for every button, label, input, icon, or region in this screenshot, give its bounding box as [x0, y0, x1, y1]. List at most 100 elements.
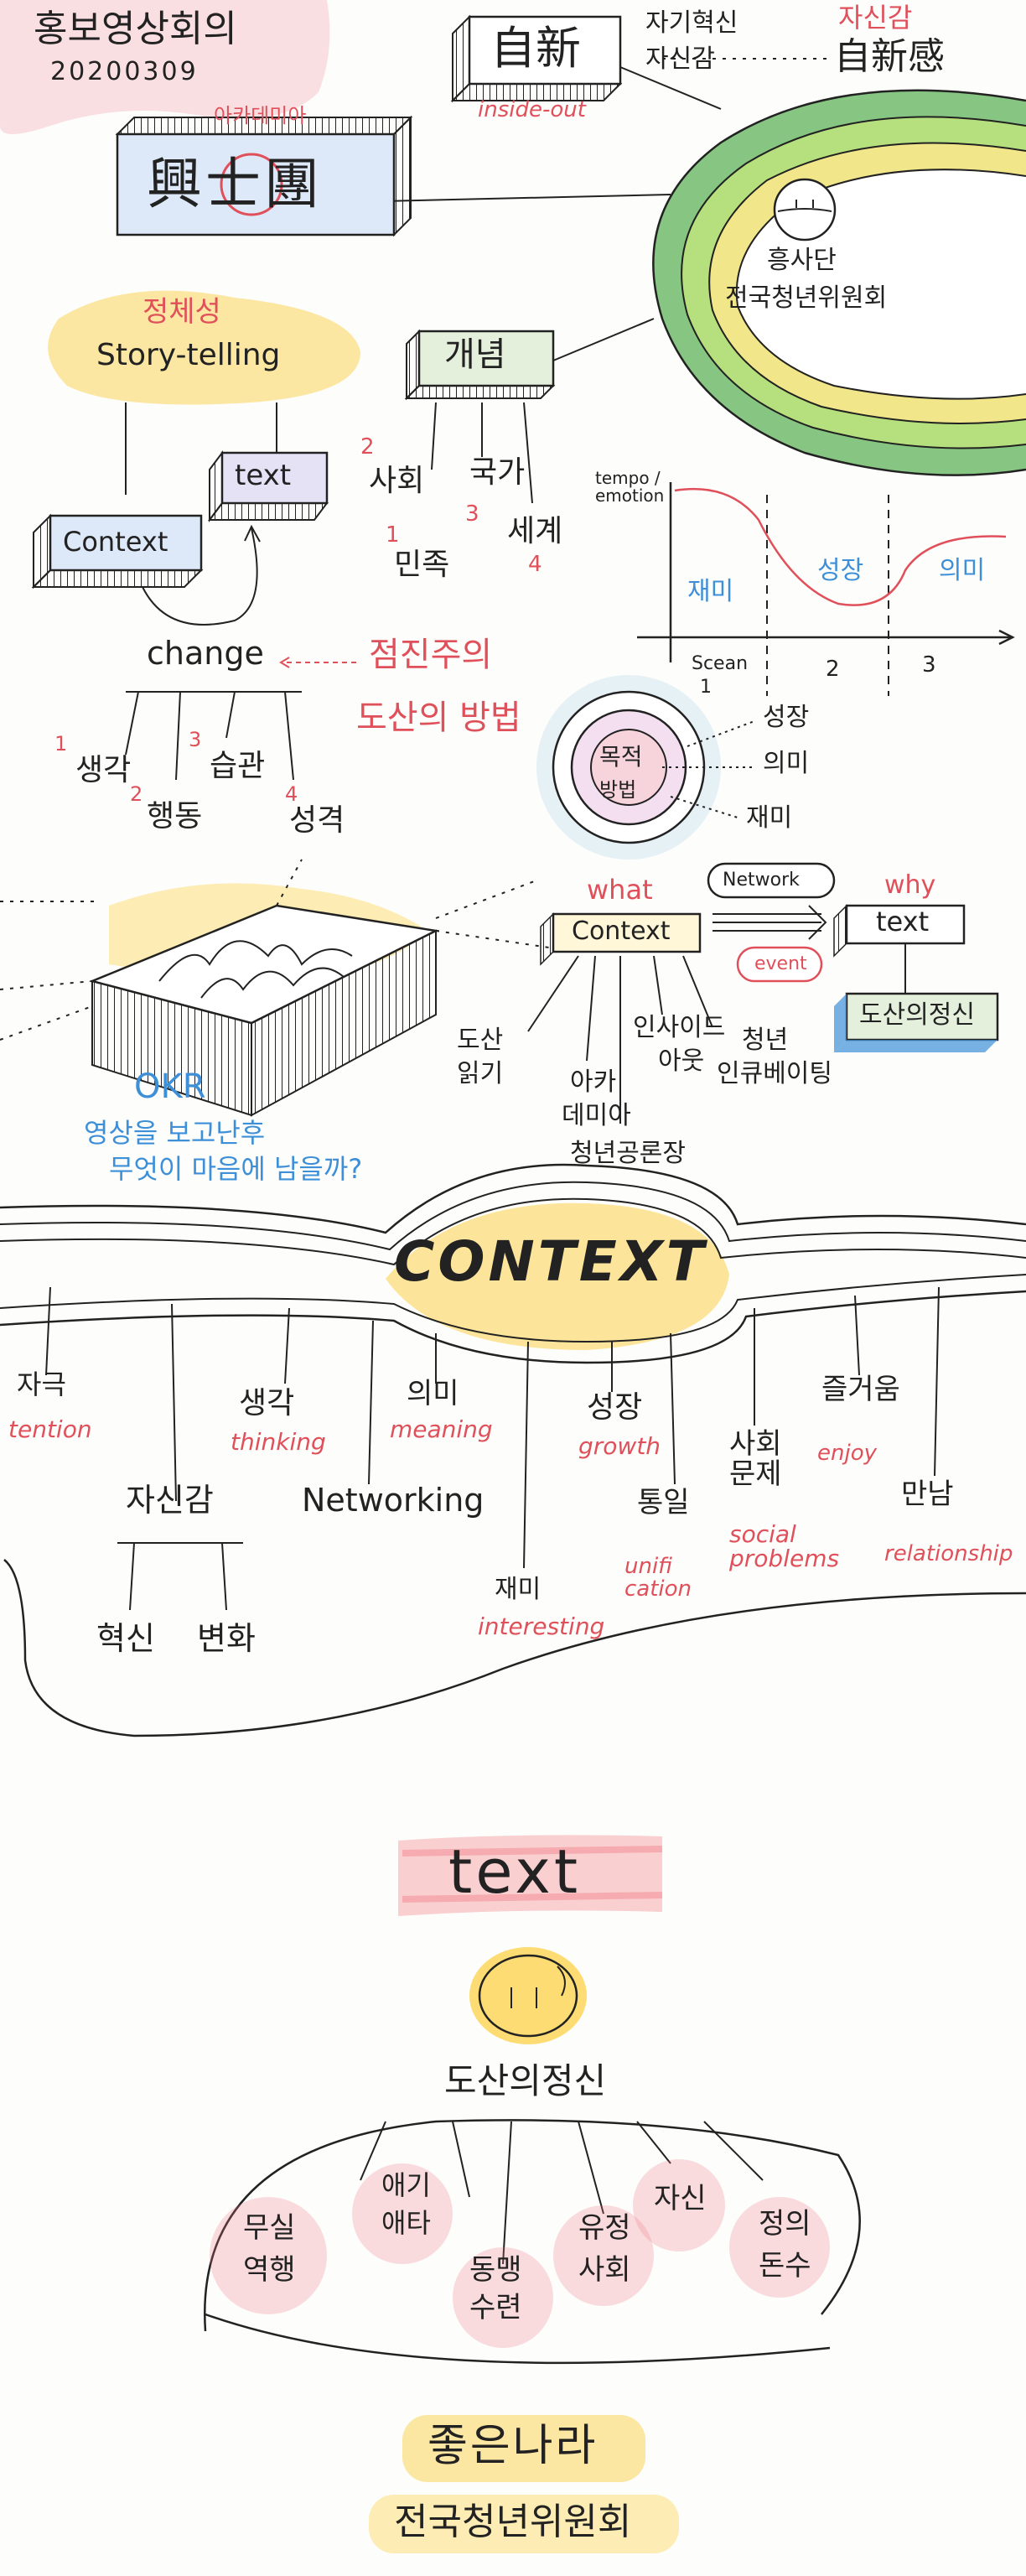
- ctx-what-label: what: [587, 874, 653, 906]
- change-num-1: 1: [54, 732, 68, 756]
- ctx-why-label: why: [884, 870, 936, 900]
- self-innovation-label: 자기혁신: [645, 8, 738, 38]
- story-telling-label: Story-telling: [96, 338, 281, 372]
- value-3a: 동맹: [469, 2253, 522, 2287]
- ctx-branch-1a: 도산: [457, 1026, 504, 1055]
- ctx-branch-2b: 데미아: [562, 1101, 631, 1130]
- band-thinking: thinking: [231, 1428, 326, 1456]
- target-center-bottom: 방법: [599, 778, 637, 802]
- circle-title: 흥사단: [767, 246, 837, 275]
- heungsadan-rings: [652, 89, 1026, 476]
- concept-nation: 민족: [394, 548, 450, 582]
- emotion-curve: [674, 487, 1007, 606]
- band-unification-en: unifi cation: [624, 1554, 692, 1602]
- jasingam-red-label: 자신감: [838, 2, 913, 34]
- okr-question-1: 영상을 보고난후: [84, 1117, 266, 1149]
- chart-tick-2: 2: [826, 657, 840, 682]
- band-fun-en: interesting: [478, 1613, 605, 1640]
- inside-out-label: inside-out: [478, 97, 586, 122]
- target-label-growth: 성장: [763, 703, 810, 732]
- value-2a: 애기: [381, 2169, 431, 2201]
- chart-tick-1: 1: [700, 677, 712, 698]
- okr-question-2: 무엇이 마음에 남을까?: [109, 1153, 363, 1185]
- closing-line-2: 전국청년위원회: [394, 2501, 632, 2543]
- okr-terrain: [0, 859, 550, 1117]
- change-character: 성격: [289, 803, 345, 838]
- dosan-spirit-label: 도산의정신: [444, 2060, 607, 2101]
- value-1b: 역행: [243, 2253, 296, 2287]
- change-num-3: 3: [189, 728, 202, 751]
- band-networking: Networking: [302, 1482, 484, 1519]
- header-date: 20200309: [50, 57, 199, 86]
- band-thought: 생각: [239, 1386, 295, 1420]
- heungsadan-box-shape: [115, 115, 413, 237]
- band-social-en: social problems: [729, 1520, 840, 1573]
- concept-box-shape: [404, 329, 556, 401]
- change-habit: 습관: [210, 749, 266, 783]
- identity-text-box-shape: [208, 450, 329, 522]
- value-4a: 유정: [578, 2211, 631, 2245]
- header-title: 홍보영상회의: [34, 8, 237, 50]
- ctx-branch-3b: 아웃: [658, 1046, 705, 1076]
- text-banner-label: text: [448, 1836, 582, 1907]
- heungsadan-box-label: 興士團: [147, 152, 323, 216]
- identity-context-label: Context: [63, 526, 168, 558]
- ctx-context-label: Context: [572, 917, 671, 946]
- ctx-text-box-label: text: [876, 906, 930, 937]
- ctx-branch-3a: 인사이드: [633, 1013, 726, 1042]
- concept-num-3: 3: [465, 501, 479, 527]
- value-tree: [204, 2119, 861, 2365]
- text-banner: [398, 1835, 663, 1916]
- band-confidence: 자신감: [126, 1482, 214, 1519]
- value-2b: 애타: [381, 2207, 431, 2239]
- change-doctrine: 점진주의: [369, 636, 493, 674]
- band-social-ko: 사회 문제: [729, 1427, 782, 1491]
- context-tree-shapes: [527, 862, 999, 1124]
- band-stimulus: 자극: [17, 1368, 66, 1400]
- identity-highlight: [48, 290, 361, 405]
- ctx-bottom-label: 청년공론장: [570, 1139, 686, 1168]
- identity-label: 정체성: [142, 295, 221, 329]
- band-enjoy-en: enjoy: [817, 1441, 877, 1466]
- context-band: [0, 1163, 1026, 1737]
- face-circle: [469, 1947, 587, 2044]
- change-num-4: 4: [285, 782, 298, 806]
- chart-segment-meaning: 의미: [939, 556, 986, 585]
- concept-society: 사회: [369, 464, 425, 498]
- band-growth-ko: 성장: [587, 1390, 643, 1425]
- identity-text-label: text: [235, 459, 292, 492]
- change-action: 행동: [147, 799, 203, 834]
- concept-world: 세계: [507, 514, 563, 548]
- band-meet-en: relationship: [884, 1541, 1013, 1566]
- concept-num-1: 1: [386, 522, 400, 548]
- header-blob: [0, 0, 330, 134]
- chart-segment-fun: 재미: [687, 577, 734, 606]
- ctx-network-pill: Network: [723, 870, 800, 891]
- value-4b: 사회: [578, 2253, 631, 2287]
- band-unification-ko: 통일: [637, 1486, 690, 1519]
- closing-highlight-1: [402, 2415, 645, 2482]
- okr-title: OKR: [134, 1067, 206, 1106]
- value-5a: 자신: [654, 2182, 707, 2215]
- value-1a: 무실: [243, 2211, 296, 2245]
- change-method: 도산의 방법: [356, 699, 521, 737]
- target-label-meaning: 의미: [763, 749, 810, 778]
- band-fun-ko: 재미: [495, 1575, 542, 1604]
- target-center-top: 목적: [599, 743, 643, 771]
- target-label-fun: 재미: [746, 803, 793, 833]
- change-word: change: [147, 635, 264, 672]
- chart-segment-growth: 성장: [817, 556, 864, 585]
- ctx-branch-4b: 인큐베이팅: [717, 1059, 832, 1088]
- ctx-branch-2a: 아카: [570, 1067, 617, 1097]
- target-circles: [536, 675, 755, 860]
- band-growth-en: growth: [578, 1432, 661, 1460]
- jasin-box-label: 自新: [490, 22, 581, 75]
- concept-num-4: 4: [528, 552, 542, 577]
- band-innovation: 혁신: [96, 1620, 155, 1657]
- chart-ylabel: tempo / emotion: [595, 468, 665, 506]
- ctx-branch-1b: 읽기: [457, 1059, 504, 1088]
- jasingam-hanja: 自新感: [834, 35, 945, 78]
- emotion-chart: [637, 482, 1015, 696]
- concept-country: 국가: [469, 455, 526, 490]
